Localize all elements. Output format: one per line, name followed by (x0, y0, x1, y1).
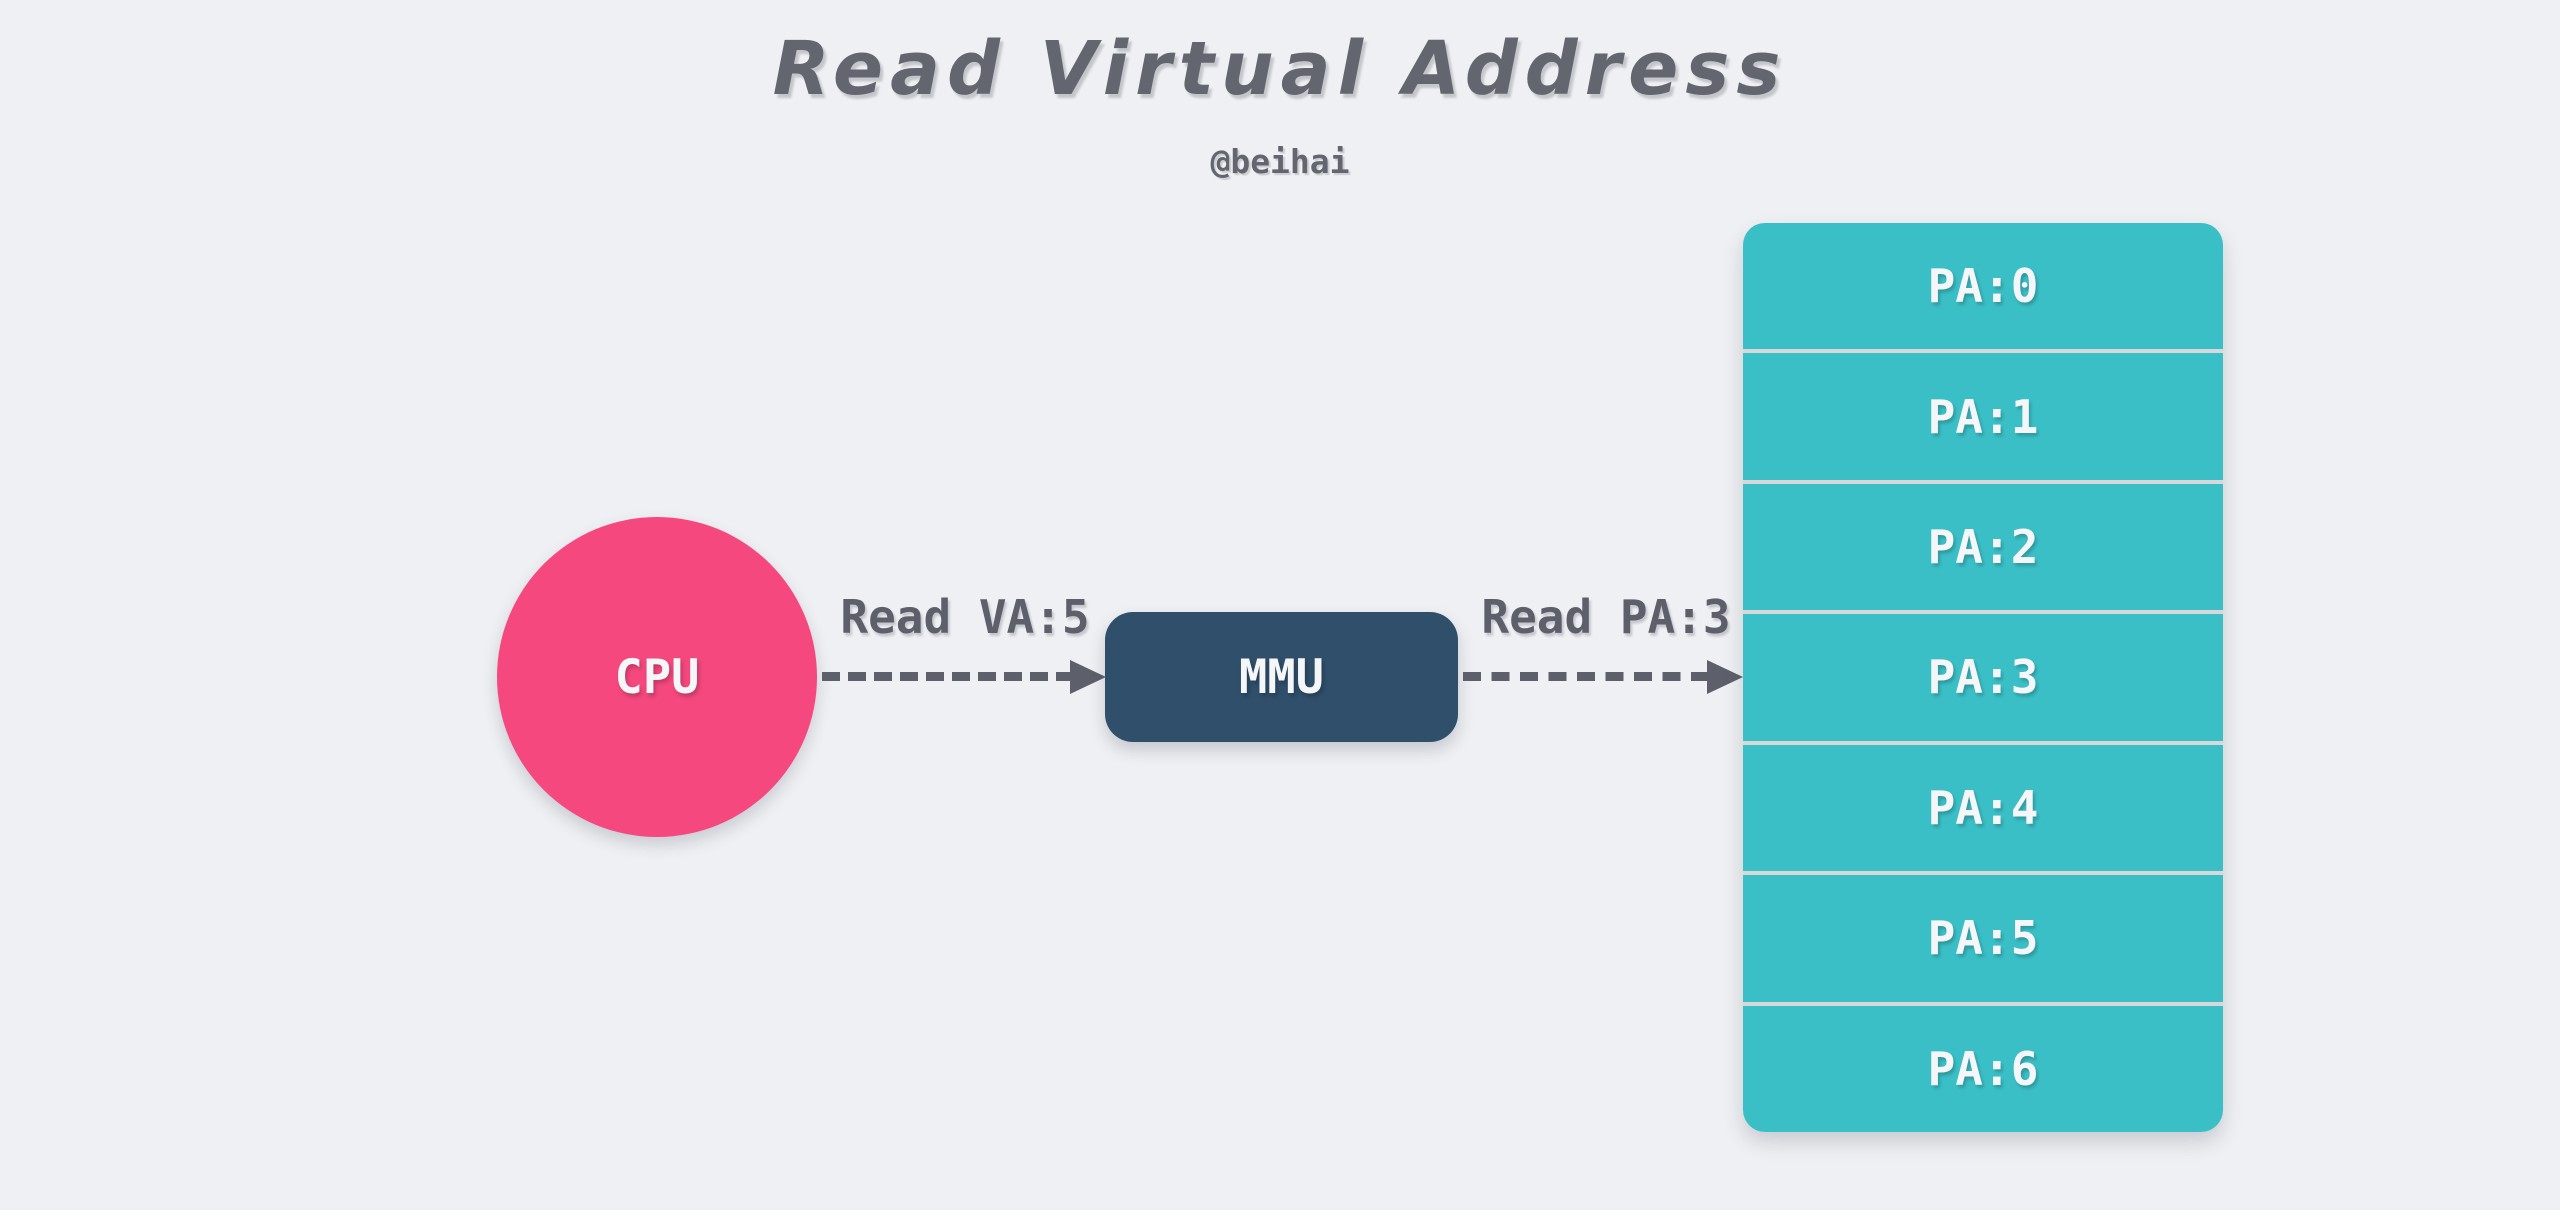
mmu-node-label: MMU (1239, 649, 1324, 705)
author-handle: @beihai (1210, 142, 1350, 181)
edge-label-read-pa: Read PA:3 (1481, 590, 1731, 644)
memory-row: PA:5 (1743, 871, 2223, 1002)
memory-stack: PA:0 PA:1 PA:2 PA:3 PA:4 PA:5 PA:6 (1743, 223, 2223, 1132)
mmu-node: MMU (1105, 612, 1458, 742)
cpu-node-label: CPU (614, 649, 700, 705)
memory-row-label: PA:3 (1927, 650, 2039, 705)
memory-row: PA:0 (1743, 223, 2223, 350)
arrowhead-icon (1070, 660, 1106, 694)
memory-row-label: PA:5 (1927, 911, 2039, 966)
memory-row-label: PA:4 (1927, 780, 2039, 835)
memory-row-label: PA:1 (1927, 389, 2039, 444)
arrowhead-icon (1707, 660, 1743, 694)
memory-row: PA:1 (1743, 349, 2223, 480)
memory-row-label: PA:0 (1927, 259, 2039, 314)
memory-row: PA:2 (1743, 479, 2223, 611)
memory-row-label: PA:2 (1927, 520, 2039, 575)
memory-row: PA:4 (1743, 740, 2223, 872)
memory-row: PA:6 (1743, 1001, 2223, 1132)
diagram-title: Read Virtual Address (772, 26, 1788, 112)
edge-label-read-va: Read VA:5 (840, 590, 1090, 644)
memory-row-label: PA:6 (1927, 1041, 2039, 1096)
memory-row: PA:3 (1743, 610, 2223, 741)
cpu-node: CPU (497, 517, 817, 837)
arrow-cpu-to-mmu-line (822, 672, 1074, 681)
arrow-mmu-to-memory-line (1463, 672, 1709, 681)
